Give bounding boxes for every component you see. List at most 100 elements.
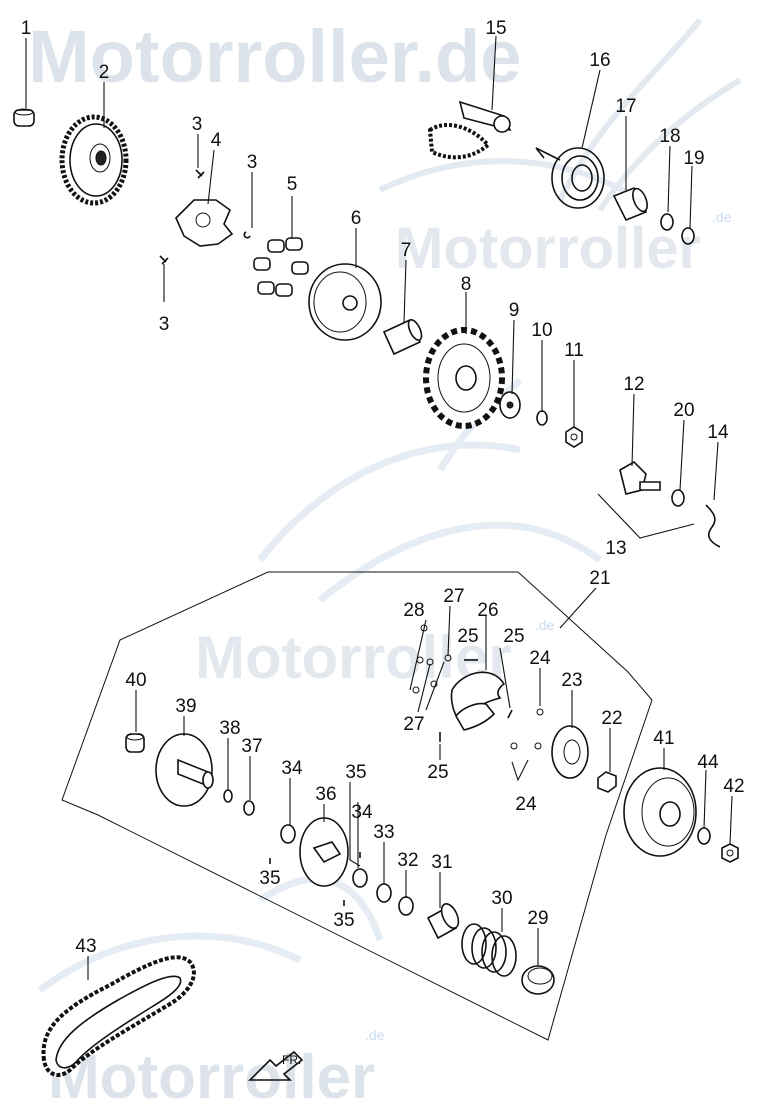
part-31-spring-seat [426, 903, 460, 940]
watermark-layer: Motorroller.de Motorroller .de Motorroll… [28, 15, 742, 1103]
part-39-driven-face [155, 733, 214, 807]
watermark-side-suffix: .de [712, 209, 732, 225]
part-44-washer [697, 827, 711, 845]
part-15-kick-gear [427, 100, 512, 160]
part-3-pins [159, 169, 251, 265]
callout-numbers: 1 2 3 4 3 3 5 6 7 8 9 10 11 12 13 14 15 … [21, 18, 745, 957]
part-38-o-ring [223, 789, 233, 803]
callout-27-bottom: 27 [403, 714, 424, 735]
part-13-group-line [597, 493, 695, 539]
callout-37: 37 [241, 736, 262, 757]
callout-3-mid: 3 [247, 152, 258, 173]
watermark-middle-suffix: .de [535, 617, 555, 633]
callout-1: 1 [21, 18, 32, 39]
part-9-plate [499, 391, 521, 419]
callout-27-top: 27 [443, 586, 464, 607]
part-24-washers [510, 708, 544, 750]
part-22-nut [597, 771, 617, 793]
part-41-clutch-bell [623, 767, 697, 857]
callout-3-top: 3 [192, 114, 203, 135]
callout-23: 23 [561, 670, 582, 691]
callout-25-left: 25 [457, 626, 478, 647]
callout-44: 44 [697, 752, 719, 773]
callout-13: 13 [605, 538, 626, 559]
callout-14: 14 [707, 422, 729, 443]
callout-25-bottom: 25 [427, 762, 448, 783]
callout-9: 9 [509, 300, 520, 321]
callout-34-right: 34 [351, 802, 373, 823]
watermark-main: Motorroller.de [28, 15, 521, 98]
callout-4: 4 [211, 130, 222, 151]
front-direction-label: FR. [282, 1053, 301, 1067]
callout-5: 5 [287, 174, 298, 195]
part-10-washer [536, 410, 548, 426]
callout-35-bottom: 35 [333, 910, 354, 931]
callout-36: 36 [315, 784, 336, 805]
part-6-pulley-face [308, 263, 382, 341]
part-17-bush [612, 186, 648, 222]
callout-3-bottom: 3 [159, 314, 170, 335]
part-8-fan-face [423, 327, 505, 429]
part-14-clip [705, 504, 721, 548]
callout-22: 22 [601, 708, 622, 729]
part-34-seal-lower [352, 868, 368, 888]
callout-40: 40 [125, 670, 146, 691]
callout-29: 29 [527, 908, 548, 929]
callout-24-bottom: 24 [515, 794, 537, 815]
part-19-ring [681, 227, 695, 245]
part-20-washer [671, 489, 685, 507]
callout-21: 21 [589, 568, 610, 589]
part-25-springs [439, 659, 513, 742]
callout-7: 7 [401, 240, 412, 261]
callout-43: 43 [75, 936, 96, 957]
callout-39: 39 [175, 696, 196, 717]
clutch-group-outline [61, 571, 653, 1041]
callout-35-top: 35 [345, 762, 366, 783]
callout-25-right: 25 [503, 626, 524, 647]
watermark-bottom: Motorroller [48, 1043, 375, 1103]
callout-24-top: 24 [529, 648, 551, 669]
watermark-side: Motorroller [395, 216, 701, 281]
part-35-pins [269, 852, 361, 906]
callout-6: 6 [351, 208, 362, 229]
part-29-collar [521, 965, 555, 995]
part-12-shaft [619, 461, 661, 495]
part-37-seal [243, 800, 255, 816]
part-36-sliding-sheave [299, 817, 349, 887]
leader-lines [25, 35, 733, 980]
part-18-ring [660, 213, 674, 231]
part-43-drive-belt [41, 955, 196, 1077]
callout-32: 32 [397, 850, 418, 871]
callout-38: 38 [219, 718, 240, 739]
callout-10: 10 [531, 320, 552, 341]
part-26-clutch-shoes [450, 671, 506, 731]
watermark-bottom-suffix: .de [365, 1027, 385, 1043]
callout-18: 18 [659, 126, 680, 147]
part-34-seal-upper [280, 824, 296, 844]
part-5-rollers [253, 237, 309, 297]
part-23-drive-plate [551, 725, 589, 779]
callout-8: 8 [461, 274, 472, 295]
watermark-logo-middle [257, 377, 603, 603]
callout-42: 42 [723, 776, 744, 797]
watermark-middle: Motorroller [195, 624, 512, 691]
callout-28: 28 [403, 600, 424, 621]
callout-19: 19 [683, 148, 704, 169]
part-4-ramp-plate [175, 199, 234, 247]
callout-34-left: 34 [281, 758, 303, 779]
part-42-nut [721, 843, 739, 863]
part-16-spring [535, 147, 605, 209]
callout-33: 33 [373, 822, 394, 843]
part-32-o-ring [398, 896, 414, 916]
callout-12: 12 [623, 374, 644, 395]
callout-11: 11 [564, 340, 584, 361]
part-7-collar [382, 318, 423, 356]
callout-26: 26 [477, 600, 498, 621]
watermark-logo-bottom [37, 875, 384, 993]
callout-35-left: 35 [259, 868, 280, 889]
part-40-bearing [125, 733, 145, 753]
callout-2: 2 [99, 62, 110, 83]
part-30-spring [461, 923, 517, 977]
watermark-logo-top [378, 18, 742, 212]
